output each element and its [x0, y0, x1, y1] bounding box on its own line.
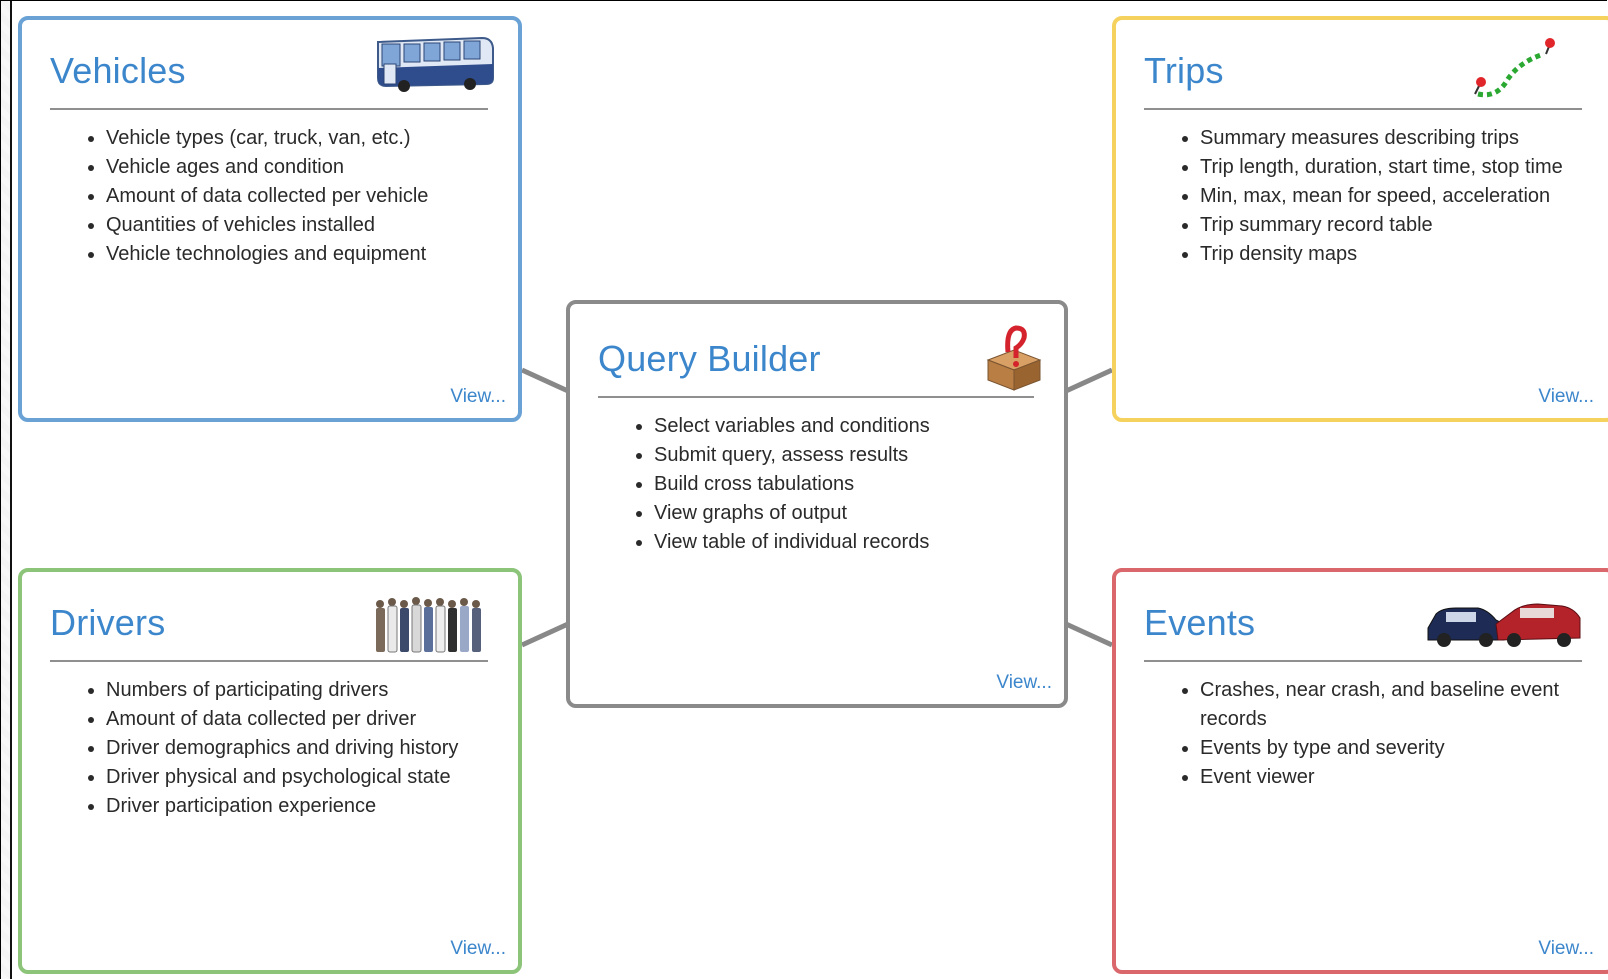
events-divider: [1144, 660, 1582, 662]
connector-events: [1064, 621, 1114, 648]
list-item: Trip length, duration, start time, stop …: [1200, 153, 1600, 182]
events-card: Events Crashes, near crash, and baseline…: [1112, 568, 1608, 974]
events-list: Crashes, near crash, and baseline event …: [1172, 676, 1600, 792]
trips-card: Trips Summary measures describing trips …: [1112, 16, 1608, 422]
query-builder-card: Query Builder Select variables and condi…: [566, 300, 1068, 708]
vehicles-divider: [50, 108, 488, 110]
people-group-icon: [376, 597, 481, 653]
list-item: Quantities of vehicles installed: [106, 211, 506, 240]
events-view-link[interactable]: View...: [1538, 938, 1594, 959]
query-builder-view-link[interactable]: View...: [996, 672, 1052, 693]
list-item: Submit query, assess results: [654, 441, 1052, 470]
list-item: Trip density maps: [1200, 240, 1600, 269]
vehicles-title: Vehicles: [50, 50, 186, 91]
route-pins-icon: [1474, 38, 1555, 98]
list-item: Min, max, mean for speed, acceleration: [1200, 182, 1600, 211]
list-item: View graphs of output: [654, 499, 1052, 528]
list-item: Numbers of participating drivers: [106, 676, 506, 705]
list-item: Amount of data collected per vehicle: [106, 182, 506, 211]
list-item: Summary measures describing trips: [1200, 124, 1600, 153]
question-box-icon: [986, 325, 1042, 391]
drivers-divider: [50, 660, 488, 662]
list-item: Event viewer: [1200, 763, 1600, 792]
drivers-title: Drivers: [50, 602, 166, 643]
trips-view-link[interactable]: View...: [1538, 386, 1594, 407]
query-builder-divider: [598, 396, 1034, 398]
list-item: Vehicle types (car, truck, van, etc.): [106, 124, 506, 153]
list-item: View table of individual records: [654, 528, 1052, 557]
list-item: Build cross tabulations: [654, 470, 1052, 499]
list-item: Amount of data collected per driver: [106, 705, 506, 734]
trips-title: Trips: [1144, 50, 1224, 91]
list-item: Crashes, near crash, and baseline event …: [1200, 676, 1600, 734]
connector-drivers: [520, 621, 570, 648]
list-item: Driver demographics and driving history: [106, 734, 506, 763]
list-item: Driver physical and psychological state: [106, 763, 506, 792]
list-item: Select variables and conditions: [654, 412, 1052, 441]
query-builder-title: Query Builder: [598, 338, 821, 379]
connector-trips: [1064, 367, 1114, 394]
bus-icon: [377, 36, 494, 92]
list-item: Events by type and severity: [1200, 734, 1600, 763]
drivers-view-link[interactable]: View...: [450, 938, 506, 959]
drivers-card: Drivers Numbers of participating drivers…: [18, 568, 522, 974]
trips-list: Summary measures describing trips Trip l…: [1172, 124, 1600, 269]
list-item: Driver participation experience: [106, 792, 506, 821]
list-item: Vehicle ages and condition: [106, 153, 506, 182]
list-item: Vehicle technologies and equipment: [106, 240, 506, 269]
drivers-list: Numbers of participating drivers Amount …: [78, 676, 506, 821]
trips-divider: [1144, 108, 1582, 110]
list-item: Trip summary record table: [1200, 211, 1600, 240]
vehicles-card: Vehicles Vehicle types (car, truck, van,…: [18, 16, 522, 422]
vehicles-list: Vehicle types (car, truck, van, etc.) Ve…: [78, 124, 506, 269]
query-builder-list: Select variables and conditions Submit q…: [626, 412, 1052, 557]
connector-vehicles: [520, 367, 570, 394]
events-title: Events: [1144, 602, 1256, 643]
vehicles-view-link[interactable]: View...: [450, 386, 506, 407]
car-crash-icon: [1427, 603, 1581, 647]
